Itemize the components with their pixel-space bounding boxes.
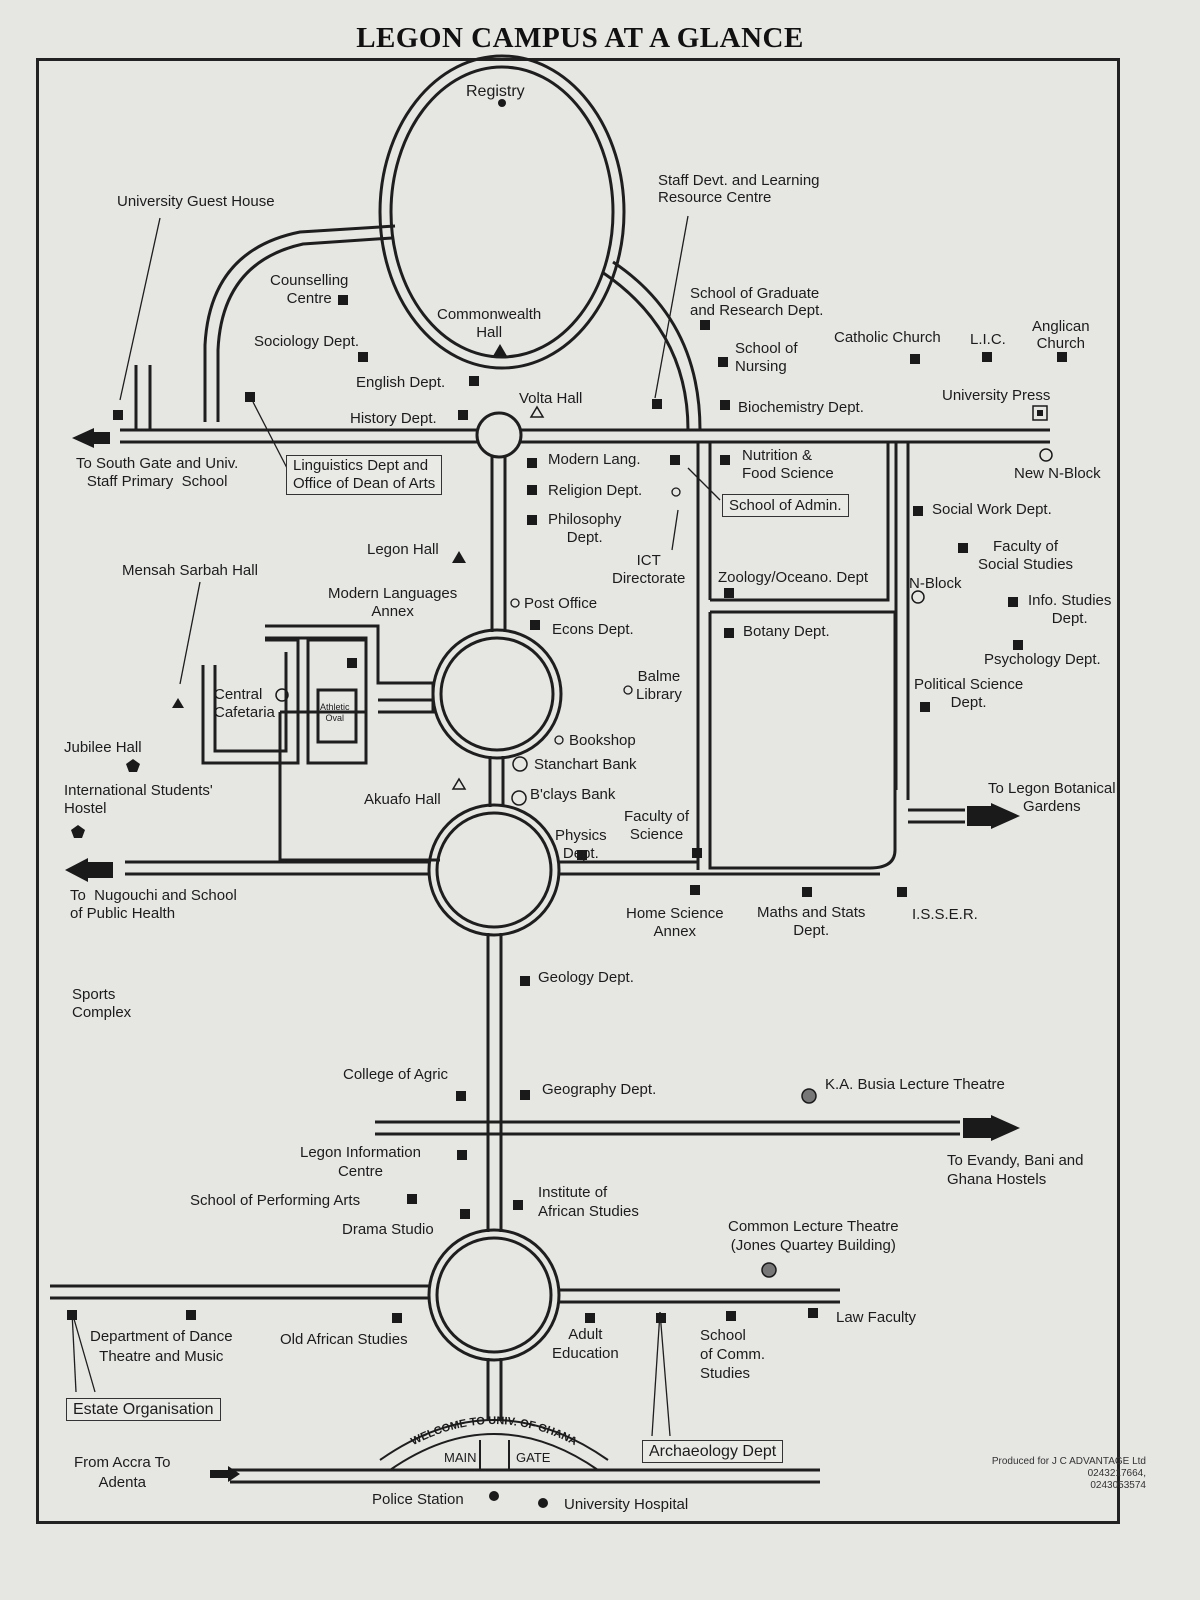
label-south-gate: To South Gate and Univ. Staff Primary Sc… — [76, 455, 239, 490]
label-lic: L.I.C. — [970, 331, 1006, 348]
label-adult-education: Adult Education — [552, 1326, 619, 1362]
label-nursing: School of Nursing — [735, 340, 798, 375]
label-nblock: N-Block — [909, 575, 962, 592]
roundabout-2-inner — [439, 636, 555, 752]
roundabout-4-inner — [435, 1236, 553, 1354]
label-school-of-admin: School of Admin. — [722, 494, 849, 517]
label-jubilee-hall: Jubilee Hall — [64, 739, 142, 756]
label-bookshop: Bookshop — [569, 732, 636, 749]
label-econs: Econs Dept. — [552, 621, 634, 638]
map-title: LEGON CAMPUS AT A GLANCE — [356, 22, 804, 54]
label-mensah-sarbah: Mensah Sarbah Hall — [122, 562, 258, 579]
label-modern-lang: Modern Lang. — [548, 451, 641, 468]
east-loop-outer — [612, 260, 702, 431]
label-central-cafetaria: Central Cafetaria — [214, 686, 275, 721]
roundabout-1 — [475, 411, 523, 459]
building-markers — [67, 99, 1067, 1508]
label-archaeology: Archaeology Dept — [642, 1440, 784, 1463]
label-geology: Geology Dept. — [538, 969, 634, 986]
roundabout-3 — [427, 803, 561, 937]
label-maths-stats: Maths and Stats Dept. — [757, 904, 866, 939]
label-zoology: Zoology/Oceano. Dept — [718, 569, 869, 586]
label-catholic-church: Catholic Church — [834, 329, 941, 346]
label-social-studies: Faculty of Social Studies — [978, 538, 1074, 573]
label-from-accra: From Accra To Adenta — [74, 1454, 171, 1491]
west-loop-outer — [203, 224, 396, 422]
label-biochemistry: Biochemistry Dept. — [738, 399, 864, 416]
map-frame — [36, 58, 1120, 1524]
label-home-science: Home Science Annex — [626, 905, 724, 940]
label-sports-complex: Sports Complex — [72, 986, 132, 1021]
label-african-studies: Institute of African Studies — [538, 1184, 639, 1220]
label-nutrition: Nutrition & Food Science — [742, 447, 834, 482]
label-info-studies: Info. Studies Dept. — [1028, 592, 1112, 627]
label-bclays: B'clays Bank — [530, 786, 616, 803]
label-history: History Dept. — [350, 410, 437, 427]
label-main: MAIN — [444, 1450, 477, 1465]
label-counselling: Counselling Centre — [270, 272, 349, 307]
label-philosophy: Philosophy Dept. — [548, 511, 622, 546]
roundabout-4 — [427, 1228, 561, 1362]
label-physics: Physics Dept. — [555, 827, 607, 862]
label-legon-hall: Legon Hall — [367, 541, 439, 558]
label-english: English Dept. — [356, 374, 446, 391]
producer-credit: Produced for J C ADVANTAGE Ltd 024321766… — [991, 1456, 1146, 1491]
label-staff-devt: Staff Devt. and Learning Resource Centre — [658, 172, 820, 206]
label-sociology: Sociology Dept. — [254, 333, 360, 350]
label-law-faculty: Law Faculty — [836, 1309, 917, 1326]
label-political-science: Political Science Dept. — [914, 676, 1024, 711]
label-performing-arts: School of Performing Arts — [190, 1192, 361, 1209]
label-ict: ICT Directorate — [612, 552, 686, 587]
label-stanchart: Stanchart Bank — [534, 756, 637, 773]
label-anglican-church: Anglican Church — [1032, 318, 1090, 352]
label-post-office: Post Office — [524, 595, 598, 612]
registry-loop-outer — [378, 54, 626, 370]
label-gate: GATE — [516, 1450, 551, 1465]
label-ml-annex: Modern Languages Annex — [328, 585, 458, 620]
west-loop-inner — [216, 236, 393, 422]
label-new-nblock: New N-Block — [1014, 465, 1101, 482]
label-registry: Registry — [466, 83, 525, 100]
label-commonwealth: Commonwealth Hall — [437, 306, 542, 341]
label-geography: Geography Dept. — [542, 1081, 657, 1098]
label-faculty-of-science: Faculty of Science — [624, 808, 690, 843]
roundabout-3-inner — [435, 811, 553, 929]
label-guest-house: University Guest House — [117, 193, 275, 210]
label-botanical-gardens: To Legon Botanical Gardens — [988, 780, 1116, 815]
label-akuafo-hall: Akuafo Hall — [364, 791, 441, 808]
label-athletic-oval: Athletic Oval — [320, 702, 350, 723]
label-botany: Botany Dept. — [743, 623, 830, 640]
label-linguistics: Linguistics Dept and Office of Dean of A… — [286, 455, 443, 495]
registry-loop-inner — [389, 65, 615, 359]
label-common-lecture-theatre: Common Lecture Theatre (Jones Quartey Bu… — [728, 1218, 899, 1254]
label-old-african-studies: Old African Studies — [280, 1331, 408, 1348]
label-social-work: Social Work Dept. — [932, 501, 1052, 518]
label-university-hospital: University Hospital — [564, 1496, 689, 1513]
label-estate-organisation: Estate Organisation — [66, 1398, 221, 1421]
label-comm-studies: School of Comm. Studies — [700, 1327, 766, 1382]
label-police-station: Police Station — [372, 1491, 464, 1508]
label-drama-studio: Drama Studio — [342, 1221, 434, 1238]
label-isser: I.S.S.E.R. — [912, 906, 978, 923]
label-psychology: Psychology Dept. — [984, 651, 1101, 668]
label-nugouchi: To Nugouchi and School of Public Health — [70, 887, 237, 922]
label-intl-hostel: International Students' Hostel — [64, 782, 213, 817]
label-info-centre: Legon Information Centre — [300, 1144, 421, 1180]
label-busia-theatre: K.A. Busia Lecture Theatre — [825, 1076, 1005, 1093]
label-college-agric: College of Agric — [343, 1066, 449, 1083]
welcome-arch-textpath: WELCOME TO UNIV. OF GHANA — [409, 1415, 579, 1448]
label-dance-theatre: Department of Dance Theatre and Music — [90, 1328, 233, 1365]
label-religion: Religion Dept. — [548, 482, 643, 499]
label-grad-school: School of Graduate and Research Dept. — [690, 285, 824, 319]
label-university-press: University Press — [942, 387, 1051, 404]
label-balme-library: Balme Library — [636, 668, 682, 703]
label-volta-hall: Volta Hall — [519, 390, 583, 407]
label-evandy: To Evandy, Bani and Ghana Hostels — [947, 1152, 1084, 1188]
east-loop-inner — [601, 270, 690, 431]
welcome-arch-text: WELCOME TO UNIV. OF GHANA — [409, 1415, 579, 1448]
